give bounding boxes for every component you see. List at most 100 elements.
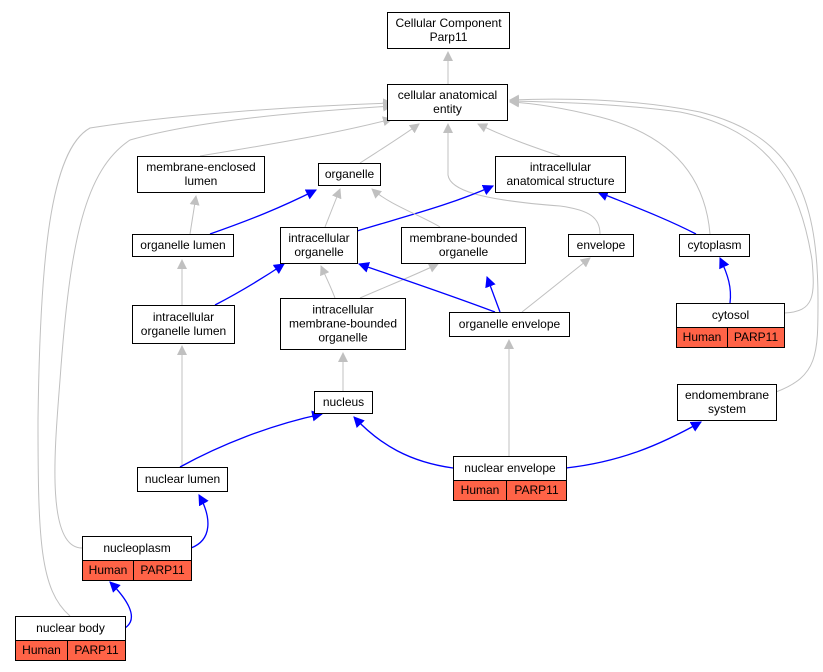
node-box bbox=[568, 234, 634, 257]
edge-imbo-to-io bbox=[320, 265, 336, 299]
node-label: nuclear envelope bbox=[464, 461, 556, 475]
node-box bbox=[387, 84, 508, 121]
node-label: organelle bbox=[325, 167, 375, 181]
node-label: intracellular bbox=[312, 303, 373, 317]
edge-cytosol-to-cae bbox=[509, 96, 814, 314]
edge-cytoplasm-to-ias bbox=[596, 190, 697, 235]
edge-oe-to-mbo bbox=[485, 275, 501, 313]
annotation-species-label: Human bbox=[461, 483, 500, 497]
node-ol[interactable]: organelle lumen bbox=[132, 234, 234, 257]
annotation-gene-cell bbox=[67, 640, 126, 661]
edge-mbo-to-organelle bbox=[371, 188, 441, 228]
annotation-gene-label: PARP11 bbox=[734, 330, 779, 344]
node-label: nuclear body bbox=[36, 621, 105, 635]
node-envelope[interactable]: envelope bbox=[568, 234, 634, 257]
edge-nb-to-np bbox=[109, 581, 132, 629]
edge-oe-to-io bbox=[357, 262, 496, 313]
node-label: nuclear lumen bbox=[145, 472, 220, 486]
node-box bbox=[677, 384, 777, 421]
edge-io-to-organelle bbox=[324, 188, 342, 228]
node-label: organelle lumen bbox=[140, 238, 225, 252]
node-box bbox=[676, 303, 785, 328]
node-oe[interactable]: organelle envelope bbox=[449, 312, 570, 337]
node-label: endomembrane bbox=[685, 388, 769, 402]
annotation-gene-cell bbox=[727, 327, 785, 348]
edge-ne-to-nucleus bbox=[353, 416, 454, 469]
annotation-gene-label: PARP11 bbox=[74, 643, 119, 657]
node-label: intracellular bbox=[530, 160, 591, 174]
node-label: nucleoplasm bbox=[103, 541, 170, 555]
node-label: nucleus bbox=[323, 395, 364, 409]
edge-nb-to-cae bbox=[37, 98, 393, 617]
node-nucleus[interactable]: nucleus bbox=[314, 391, 373, 414]
node-label: Cellular Component bbox=[395, 16, 502, 30]
node-box bbox=[137, 156, 265, 193]
node-box bbox=[280, 298, 406, 350]
node-label: anatomical structure bbox=[506, 174, 614, 188]
edges-layer bbox=[37, 51, 819, 629]
node-label: cytoplasm bbox=[687, 238, 741, 252]
edge-envelope-to-cae bbox=[443, 123, 601, 235]
node-label: organelle bbox=[318, 331, 368, 345]
edge-imbo-to-mbo bbox=[359, 263, 439, 299]
node-label: cytosol bbox=[712, 308, 749, 322]
node-label: organelle lumen bbox=[141, 324, 226, 338]
node-box bbox=[318, 163, 381, 186]
edge-io-to-ias bbox=[356, 184, 495, 232]
edge-organelle-to-cae bbox=[359, 123, 420, 164]
node-label: organelle bbox=[294, 245, 344, 259]
edge-oe-to-envelope bbox=[521, 257, 591, 313]
annotation-species-label: Human bbox=[89, 563, 128, 577]
edge-es-to-cae bbox=[509, 94, 819, 393]
node-box bbox=[137, 467, 228, 492]
node-label: membrane-enclosed bbox=[146, 160, 255, 174]
node-nl[interactable]: nuclear lumen bbox=[137, 467, 228, 492]
edge-mel-to-cae bbox=[199, 116, 393, 157]
node-cytoplasm[interactable]: cytoplasm bbox=[679, 234, 750, 257]
node-box bbox=[15, 616, 126, 641]
node-label: cellular anatomical bbox=[398, 88, 497, 102]
node-box bbox=[314, 391, 373, 414]
node-box bbox=[679, 234, 750, 257]
edge-ol-to-organelle bbox=[209, 189, 317, 235]
node-label: system bbox=[708, 402, 746, 416]
node-box bbox=[449, 312, 570, 337]
node-box bbox=[453, 456, 567, 481]
edge-cytosol-to-cytoplasm bbox=[719, 257, 732, 304]
node-box bbox=[132, 305, 235, 344]
node-box bbox=[401, 227, 526, 264]
node-box bbox=[495, 156, 626, 193]
node-label: Parp11 bbox=[430, 30, 468, 44]
edge-cytoplasm-to-cae bbox=[509, 97, 711, 235]
node-label: lumen bbox=[185, 174, 218, 188]
node-label: entity bbox=[433, 102, 462, 116]
node-box bbox=[132, 234, 234, 257]
edge-iol-to-io bbox=[214, 263, 285, 306]
node-label: intracellular bbox=[153, 310, 214, 324]
annotation-gene-label: PARP11 bbox=[514, 483, 559, 497]
node-box bbox=[387, 12, 510, 49]
edge-ne-to-es bbox=[565, 421, 702, 469]
edge-ias-to-cae bbox=[477, 123, 561, 157]
annotation-species-label: Human bbox=[683, 330, 722, 344]
node-organelle[interactable]: organelle bbox=[318, 163, 381, 186]
annotation-gene-label: PARP11 bbox=[140, 563, 185, 577]
edge-ol-to-mel bbox=[189, 195, 200, 235]
node-label: intracellular bbox=[288, 231, 349, 245]
node-label: membrane-bounded bbox=[409, 231, 517, 245]
